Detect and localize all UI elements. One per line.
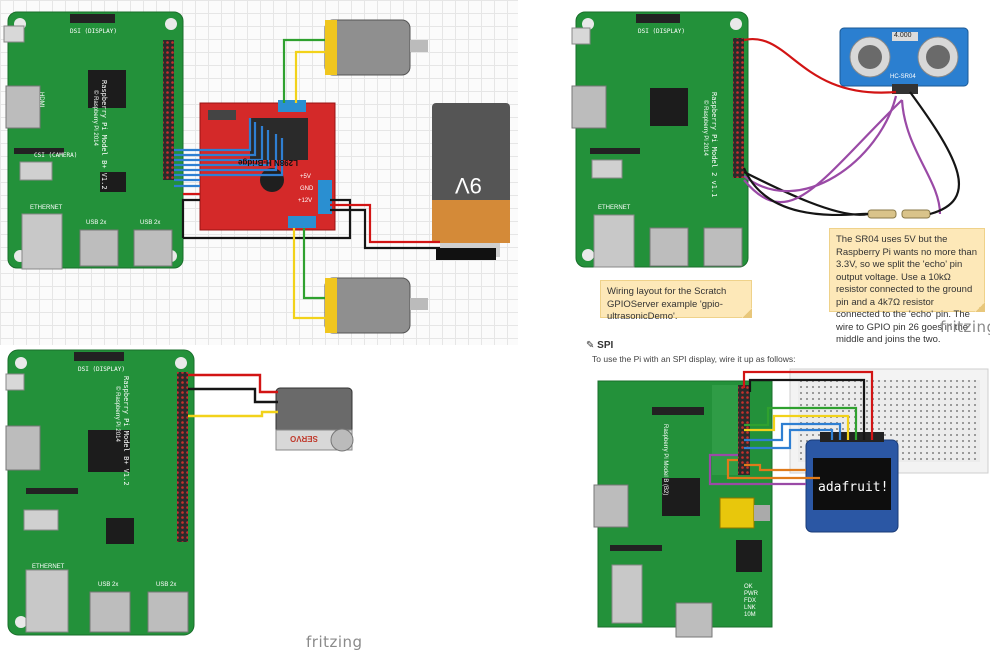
- wires-top-left: [174, 38, 440, 320]
- led-lnk: LNK: [744, 605, 756, 611]
- servo-motor: [275, 387, 354, 452]
- dc-motor-bottom: [324, 277, 428, 334]
- fritzing-brand-top-right: fritzing: [940, 318, 990, 336]
- dc-motor-top: [324, 19, 428, 76]
- led-10m: 10M: [744, 612, 756, 618]
- tr-dsi-label: DSI (DISPLAY): [638, 28, 685, 35]
- sensor-top-readout: 4.000: [894, 32, 912, 39]
- bl-usb-label-2: USB 2x: [156, 582, 177, 588]
- spi-heading-text: SPI: [597, 340, 614, 351]
- spi-heading: ✎ SPI: [586, 340, 614, 351]
- br-board-model: Raspberry Pi Model B (B2): [662, 424, 668, 496]
- fritzing-brand-bottom-left: fritzing: [306, 633, 363, 651]
- tl-csi-label: CSI (CAMERA): [34, 152, 78, 159]
- led-fdx: FDX: [744, 598, 756, 604]
- wires-top-right: [742, 37, 960, 217]
- pi-board-top-left: [3, 11, 184, 270]
- bl-ethernet-label: ETHERNET: [32, 564, 65, 570]
- tr-board-model: Raspberry Pi Model 2 v1.1: [710, 92, 718, 198]
- hbridge-module: [199, 100, 336, 231]
- tr-ethernet-label: ETHERNET: [598, 205, 631, 211]
- tl-board-copyright: © Raspberry Pi 2014: [92, 90, 98, 146]
- led-ok: OK: [744, 584, 753, 590]
- hbridge-label: L298N H-Bridge: [238, 158, 299, 167]
- oled-display: [805, 432, 899, 533]
- bl-board-copyright: © Raspberry Pi 2014: [114, 386, 120, 442]
- battery-label: 9V: [455, 173, 482, 198]
- tl-usb-label-2: USB 2x: [140, 220, 161, 226]
- ultrasonic-sensor: [839, 27, 969, 94]
- tl-board-model: Raspberry Pi Model B+ V1.2: [100, 80, 108, 190]
- sensor-model-label: HC-SR04: [890, 74, 916, 80]
- tl-hdmi-label: HDMI: [38, 92, 44, 108]
- pi-board-top-right: [571, 11, 749, 268]
- pi-board-bottom-left: [5, 349, 195, 636]
- hbridge-plus5: +5V: [300, 174, 311, 180]
- pi-board-bottom-right: [593, 380, 773, 638]
- tr-board-copyright: © Raspberry Pi 2014: [702, 100, 708, 156]
- hbridge-gnd: GND: [300, 186, 314, 192]
- tl-usb-label-1: USB 2x: [86, 220, 107, 226]
- bl-board-model: Raspberry Pi Model B+ V1.2: [122, 376, 130, 486]
- tl-ethernet-label: ETHERNET: [30, 205, 63, 211]
- servo-label: SERVO: [290, 434, 318, 443]
- tl-dsi-label: DSI (DISPLAY): [70, 28, 117, 35]
- wires-bottom-left: [188, 373, 278, 418]
- status-leds: OK PWR FDX LNK 10M: [744, 584, 758, 619]
- resistors: [867, 209, 931, 219]
- battery-9v: [432, 103, 510, 260]
- note-sr04: The SR04 uses 5V but the Raspberry Pi wa…: [829, 228, 985, 345]
- hbridge-plus12: +12V: [298, 198, 313, 204]
- bl-dsi-label: DSI (DISPLAY): [78, 366, 125, 373]
- wires-bottom-right: [708, 370, 874, 486]
- led-pwr: PWR: [744, 591, 758, 597]
- spi-subtitle: To use the Pi with an SPI display, wire …: [592, 354, 796, 364]
- bl-usb-label-1: USB 2x: [98, 582, 119, 588]
- oled-text: adafruit!: [818, 480, 889, 495]
- note-gpioserver: Wiring layout for the Scratch GPIOServer…: [600, 280, 752, 322]
